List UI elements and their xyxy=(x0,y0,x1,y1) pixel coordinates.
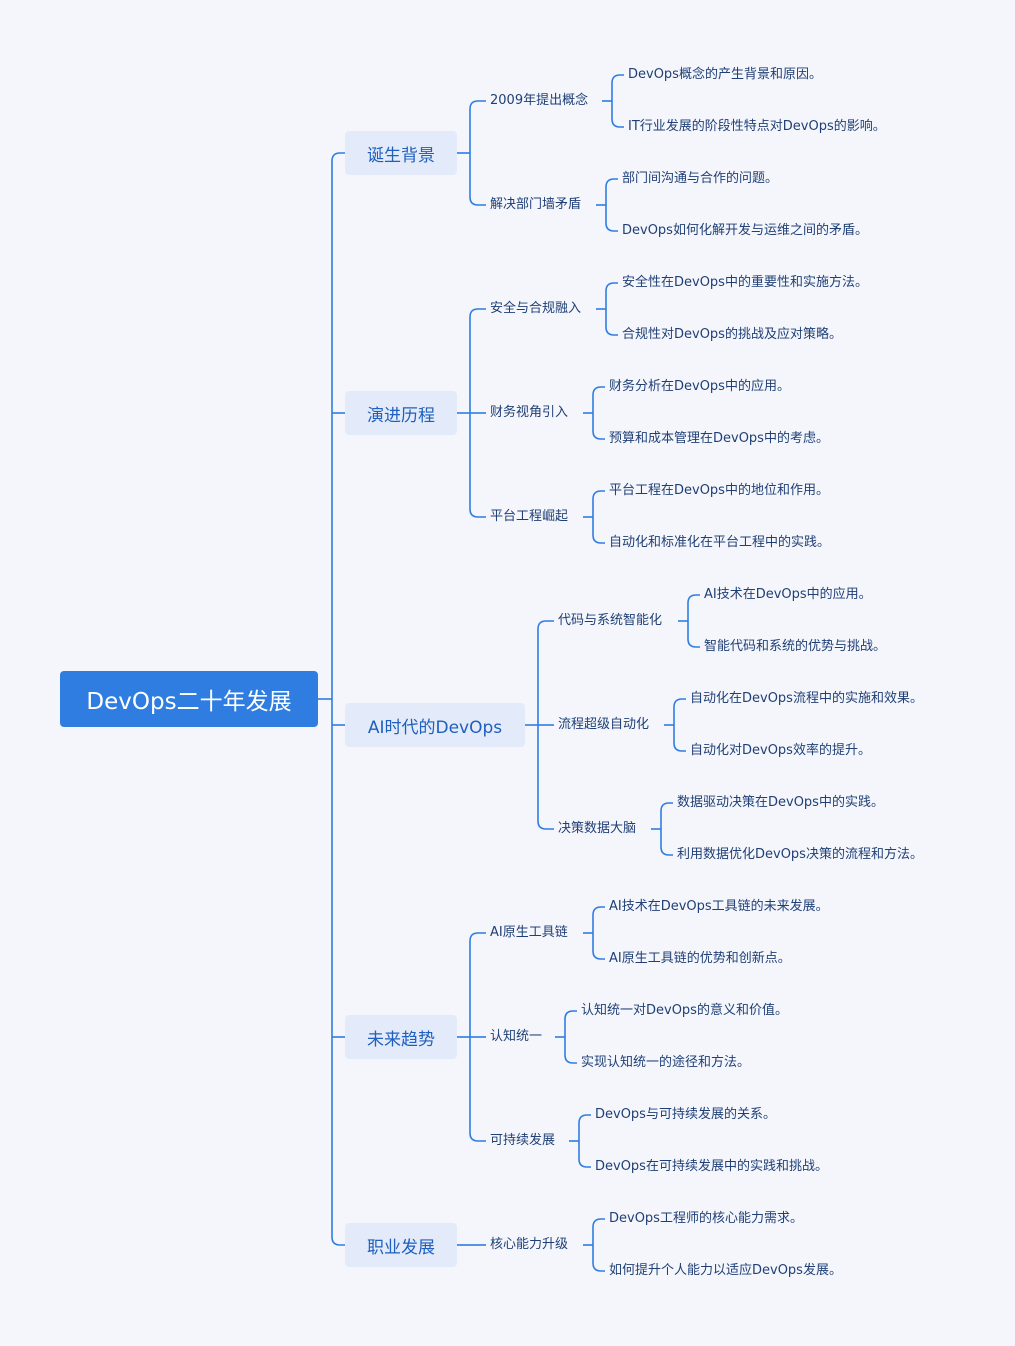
connector-line xyxy=(537,820,554,830)
detail-point[interactable]: 部门间沟通与合作的问题。 xyxy=(622,171,779,186)
connector-line xyxy=(592,950,605,960)
connector-line xyxy=(605,282,618,292)
detail-point[interactable]: 预算和成本管理在DevOps中的考虑。 xyxy=(609,431,829,446)
branch-topic[interactable]: 诞生背景 xyxy=(345,131,457,175)
connector-line xyxy=(687,594,700,604)
detail-point[interactable]: 如何提升个人能力以适应DevOps发展。 xyxy=(609,1263,842,1278)
detail-point[interactable]: DevOps概念的产生背景和原因。 xyxy=(628,67,822,82)
subtopic[interactable]: 财务视角引入 xyxy=(490,405,569,420)
detail-point[interactable]: 利用数据优化DevOps决策的流程和方法。 xyxy=(677,847,923,862)
connector-line xyxy=(611,118,624,128)
detail-point[interactable]: 安全性在DevOps中的重要性和实施方法。 xyxy=(622,275,868,290)
connector-line xyxy=(564,1054,577,1064)
detail-point[interactable]: 认知统一对DevOps的意义和价值。 xyxy=(581,1003,788,1018)
subtopic[interactable]: 解决部门墙矛盾 xyxy=(490,197,582,212)
detail-point[interactable]: 平台工程在DevOps中的地位和作用。 xyxy=(609,483,829,498)
connector-line xyxy=(605,222,618,232)
detail-point[interactable]: DevOps与可持续发展的关系。 xyxy=(595,1107,776,1122)
connector-line xyxy=(592,386,605,396)
connector-line xyxy=(331,1236,345,1246)
detail-point[interactable]: 数据驱动决策在DevOps中的实践。 xyxy=(677,795,884,810)
connector-line xyxy=(469,1132,486,1142)
connector-line xyxy=(578,1158,591,1168)
connector-line xyxy=(687,638,700,648)
detail-point[interactable]: IT行业发展的阶段性特点对DevOps的影响。 xyxy=(628,119,886,134)
detail-point[interactable]: AI原生工具链的优势和创新点。 xyxy=(609,951,791,966)
connector-line xyxy=(673,742,686,752)
connector-line xyxy=(578,1114,591,1124)
subtopic[interactable]: 安全与合规融入 xyxy=(490,301,582,316)
detail-point[interactable]: 智能代码和系统的优势与挑战。 xyxy=(704,639,887,654)
connector-line xyxy=(605,178,618,188)
subtopic[interactable]: 代码与系统智能化 xyxy=(558,613,663,628)
detail-point[interactable]: DevOps如何化解开发与运维之间的矛盾。 xyxy=(622,223,868,238)
detail-point[interactable]: 自动化对DevOps效率的提升。 xyxy=(690,743,871,758)
root-topic[interactable]: DevOps二十年发展 xyxy=(60,671,318,727)
subtopic[interactable]: 平台工程崛起 xyxy=(490,509,569,524)
connector-line xyxy=(660,802,673,812)
detail-point[interactable]: 自动化和标准化在平台工程中的实践。 xyxy=(609,535,831,550)
detail-point[interactable]: 自动化在DevOps流程中的实施和效果。 xyxy=(690,691,923,706)
subtopic[interactable]: 认知统一 xyxy=(490,1029,543,1044)
detail-point[interactable]: DevOps工程师的核心能力需求。 xyxy=(609,1211,803,1226)
connector-line xyxy=(592,1262,605,1272)
branch-topic[interactable]: AI时代的DevOps xyxy=(345,703,525,747)
connector-line xyxy=(673,698,686,708)
detail-point[interactable]: AI技术在DevOps中的应用。 xyxy=(704,587,872,602)
connector-line xyxy=(469,508,486,518)
subtopic[interactable]: 可持续发展 xyxy=(490,1133,556,1148)
connector-line xyxy=(469,308,486,318)
connector-line xyxy=(660,846,673,856)
subtopic[interactable]: 决策数据大脑 xyxy=(558,821,637,836)
connector-line xyxy=(537,620,554,630)
detail-point[interactable]: 财务分析在DevOps中的应用。 xyxy=(609,379,790,394)
connector-line xyxy=(331,152,345,162)
connector-line xyxy=(564,1010,577,1020)
detail-point[interactable]: DevOps在可持续发展中的实践和挑战。 xyxy=(595,1159,828,1174)
connector-line xyxy=(592,906,605,916)
connector-line xyxy=(469,100,486,110)
connector-line xyxy=(592,430,605,440)
subtopic[interactable]: 核心能力升级 xyxy=(490,1237,569,1252)
detail-point[interactable]: 实现认知统一的途径和方法。 xyxy=(581,1055,751,1070)
connector-line xyxy=(611,74,624,84)
detail-point[interactable]: 合规性对DevOps的挑战及应对策略。 xyxy=(622,327,842,342)
connector-line xyxy=(592,534,605,544)
connector-line xyxy=(469,196,486,206)
branch-topic[interactable]: 职业发展 xyxy=(345,1223,457,1267)
detail-point[interactable]: AI技术在DevOps工具链的未来发展。 xyxy=(609,899,829,914)
subtopic[interactable]: AI原生工具链 xyxy=(490,925,568,940)
subtopic[interactable]: 2009年提出概念 xyxy=(490,93,589,108)
connector-line xyxy=(469,932,486,942)
subtopic[interactable]: 流程超级自动化 xyxy=(558,717,650,732)
branch-topic[interactable]: 演进历程 xyxy=(345,391,457,435)
connector-line xyxy=(592,490,605,500)
branch-topic[interactable]: 未来趋势 xyxy=(345,1015,457,1059)
connector-line xyxy=(605,326,618,336)
connector-line xyxy=(592,1218,605,1228)
